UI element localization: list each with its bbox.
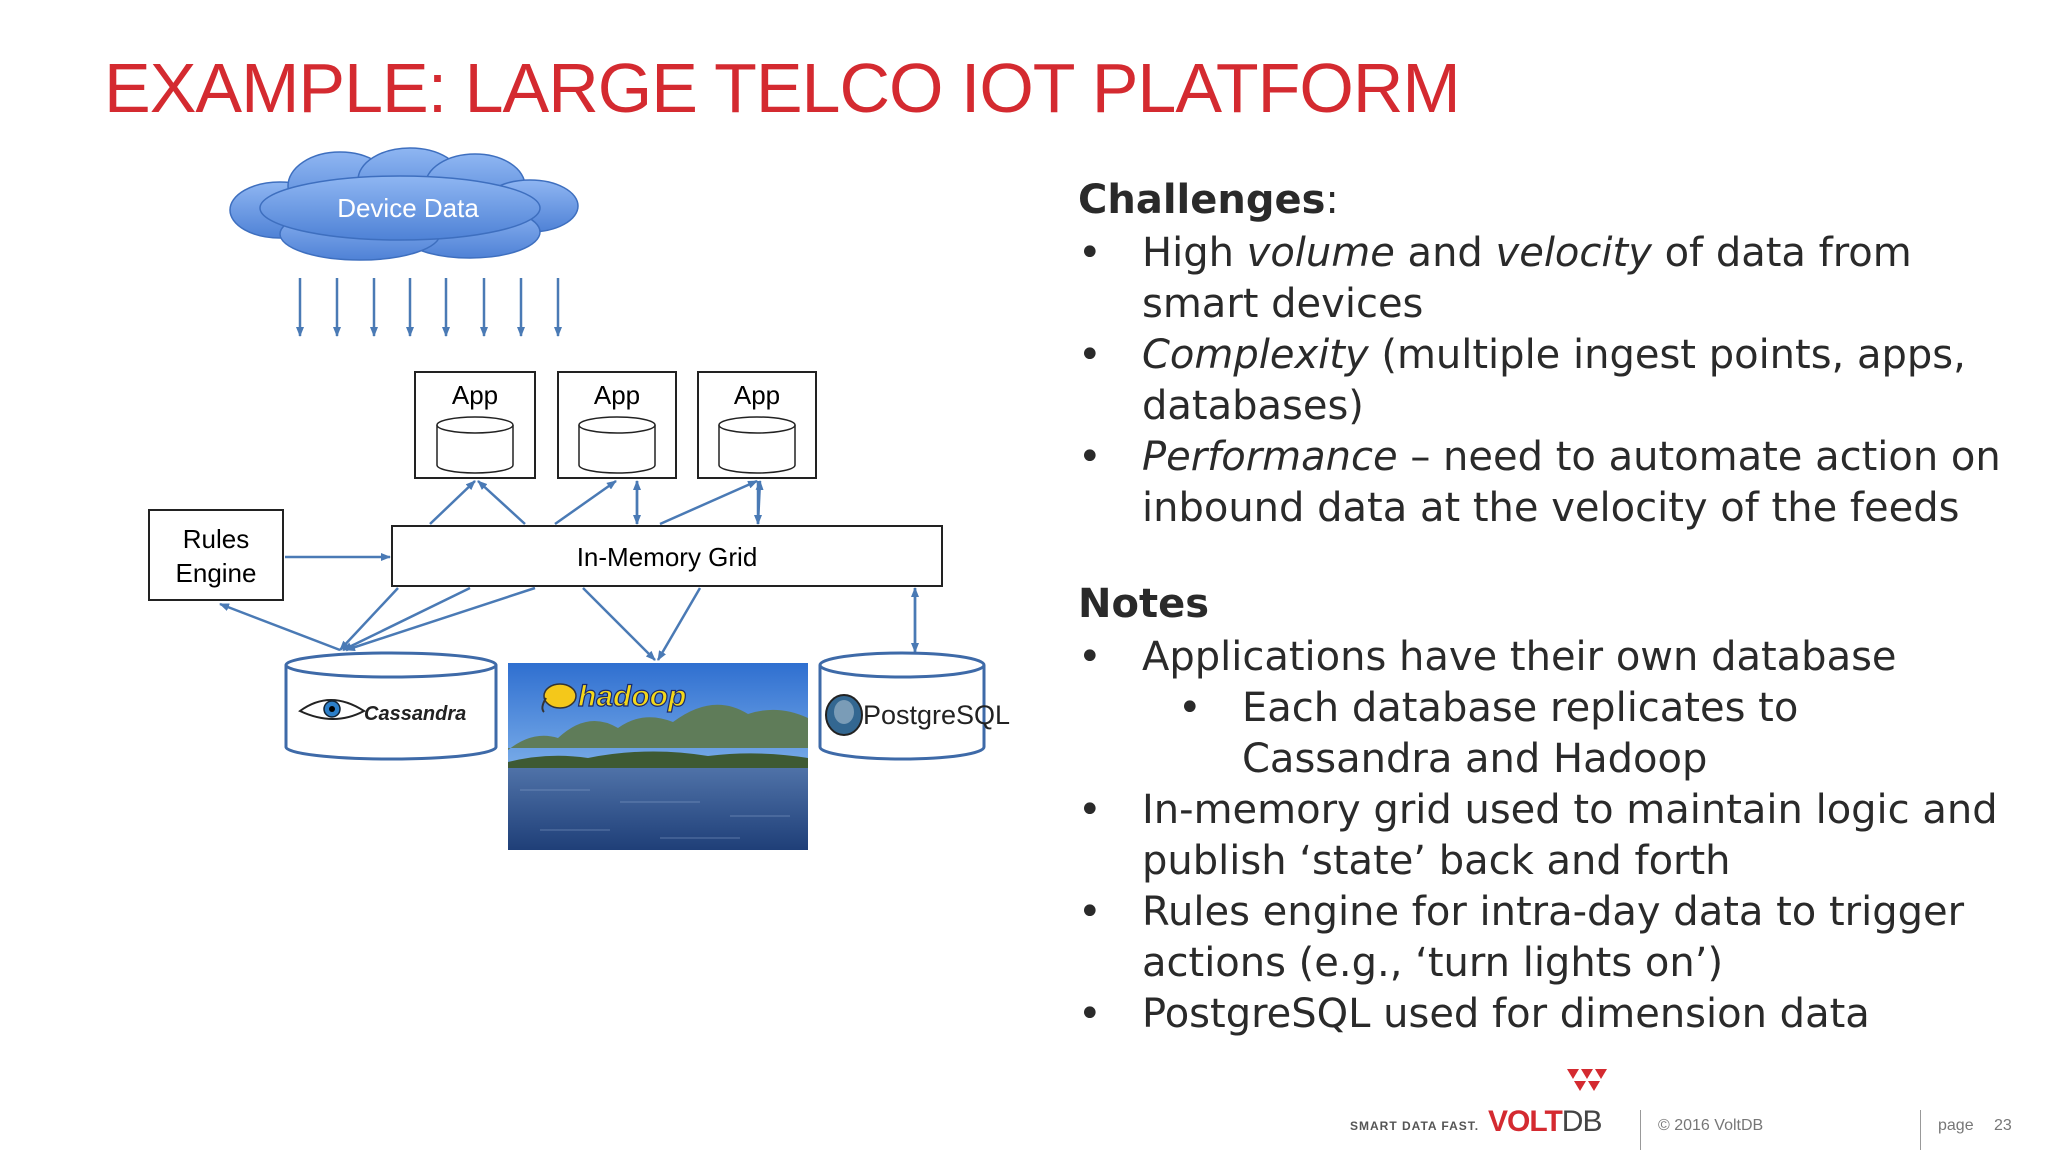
slide-footer: SMART DATA FAST. VOLTDB © 2016 VoltDB pa… bbox=[0, 1069, 2048, 1152]
footer-divider bbox=[1640, 1110, 1641, 1150]
rules-engine-box: Rules Engine bbox=[148, 509, 284, 601]
device-data-cloud: Device Data bbox=[229, 147, 579, 261]
list-item: Performance – need to automate action on… bbox=[1078, 432, 2008, 534]
list-item: Rules engine for intra-day data to trigg… bbox=[1078, 887, 2008, 989]
postgresql-database: PostgreSQL bbox=[818, 651, 1010, 761]
voltdb-triangles-icon bbox=[1567, 1069, 1607, 1091]
grid-label: In-Memory Grid bbox=[577, 542, 758, 572]
hadoop-elephant-icon bbox=[541, 683, 577, 713]
list-item: Complexity (multiple ingest points, apps… bbox=[1078, 330, 2008, 432]
in-memory-grid-box: In-Memory Grid bbox=[391, 525, 943, 587]
app-box-1: App bbox=[414, 371, 536, 479]
rules-engine-label-line2: Engine bbox=[176, 558, 257, 588]
notes-list: Applications have their own database Eac… bbox=[1078, 632, 2008, 1040]
voltdb-logo: VOLTDB bbox=[1488, 1105, 1602, 1138]
app-label: App bbox=[452, 380, 498, 410]
footer-divider bbox=[1920, 1110, 1921, 1150]
rules-engine-label-line1: Rules bbox=[183, 524, 249, 554]
flow-arrows bbox=[219, 479, 919, 661]
cassandra-eye-icon bbox=[298, 699, 366, 720]
hadoop-label: hadoop bbox=[578, 680, 686, 713]
cloud-label: Device Data bbox=[337, 193, 479, 223]
postgresql-elephant-icon bbox=[825, 694, 863, 736]
challenges-heading: Challenges: bbox=[1078, 177, 1339, 223]
hadoop-lake-image: hadoop bbox=[508, 663, 808, 850]
list-item: Applications have their own database bbox=[1078, 632, 2008, 683]
app-box-2: App bbox=[557, 371, 677, 479]
list-item: PostgreSQL used for dimension data bbox=[1078, 989, 2008, 1040]
list-item: In-memory grid used to maintain logic an… bbox=[1078, 785, 2008, 887]
notes-heading: Notes bbox=[1078, 581, 1210, 627]
page-number: 23 bbox=[1994, 1117, 2012, 1134]
postgresql-label: PostgreSQL bbox=[863, 700, 1010, 730]
list-item: High volume and velocity of data from sm… bbox=[1078, 228, 2008, 330]
tagline: SMART DATA FAST. bbox=[1350, 1119, 1480, 1133]
cassandra-database: Cassandra bbox=[284, 651, 498, 761]
list-item: Each database replicates to Cassandra an… bbox=[1078, 683, 2008, 785]
challenges-list: High volume and velocity of data from sm… bbox=[1078, 228, 2008, 534]
app-box-3: App bbox=[697, 371, 817, 479]
page-label: page bbox=[1938, 1117, 1974, 1134]
app-label: App bbox=[734, 380, 780, 410]
copyright: © 2016 VoltDB bbox=[1658, 1117, 1764, 1134]
slide-title: EXAMPLE: LARGE TELCO IOT PLATFORM bbox=[104, 49, 1461, 127]
architecture-diagram: Device Data App App App Rules Engine bbox=[148, 147, 1010, 850]
cassandra-label: Cassandra bbox=[364, 703, 466, 725]
text-panel: Challenges: High volume and velocity of … bbox=[1078, 172, 2008, 1040]
ingest-arrows bbox=[296, 278, 562, 337]
app-label: App bbox=[594, 380, 640, 410]
